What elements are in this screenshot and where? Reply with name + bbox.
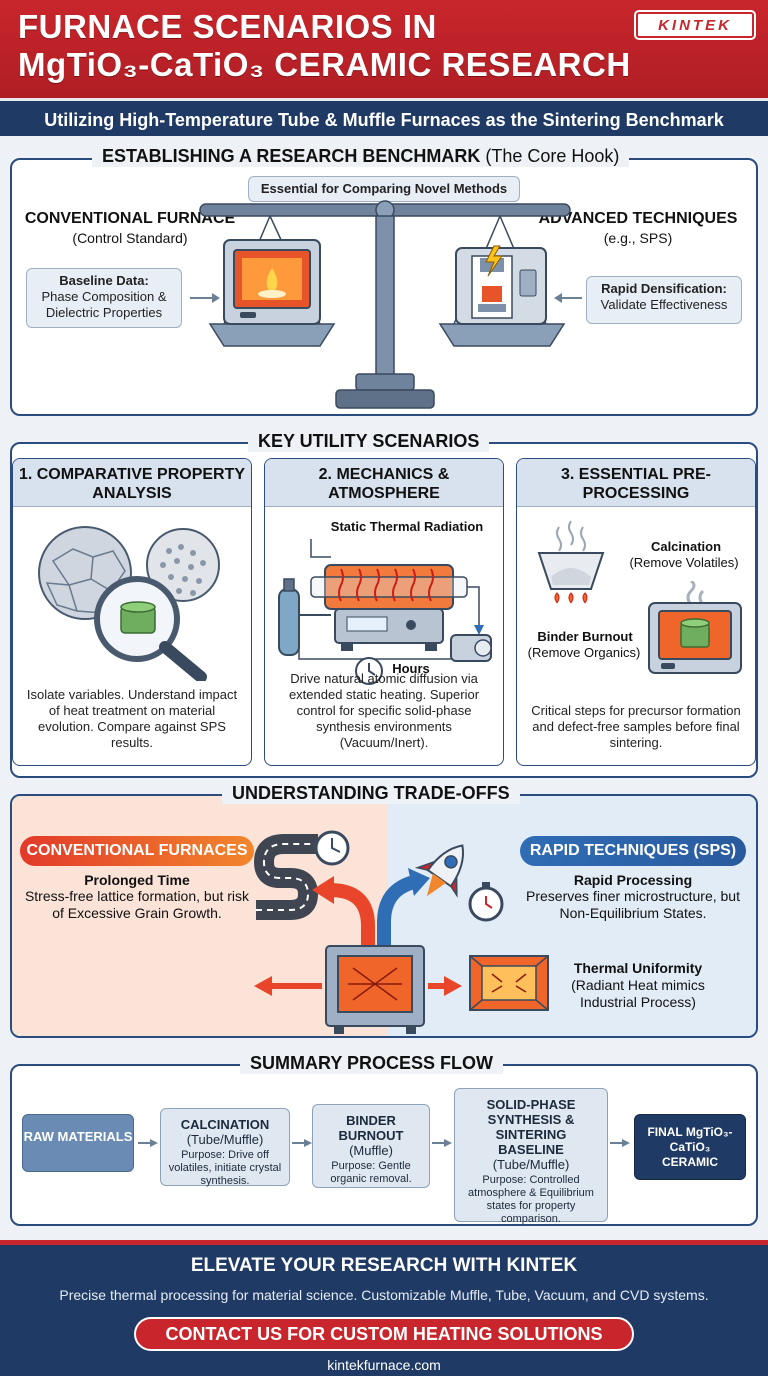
- flow-step-binder-burnout: BINDER BURNOUT (Muffle) Purpose: Gentle …: [312, 1104, 430, 1188]
- tradeoff-illustration: [253, 830, 504, 1034]
- rapid-processing-text: Preserves finer microstructure, but Non-…: [526, 888, 740, 921]
- subtitle-bar: Utilizing High-Temperature Tube & Muffle…: [0, 98, 768, 136]
- flow-step-sintering-baseline: SOLID-PHASE SYNTHESIS & SINTERING BASELI…: [454, 1088, 608, 1225]
- tradeoffs-title: UNDERSTANDING TRADE-OFFS: [222, 783, 520, 804]
- binder-burnout-sub: (Remove Organics): [527, 645, 641, 660]
- microstructure-magnifier-icon: [38, 526, 220, 681]
- calcination-sub: (Remove Volatiles): [629, 555, 739, 570]
- rapid-techniques-pill: RAPID TECHNIQUES (SPS): [520, 836, 746, 866]
- footer-title: ELEVATE YOUR RESEARCH WITH KINTEK: [190, 1255, 578, 1276]
- benchmark-title-text: ESTABLISHING A RESEARCH BENCHMARK: [102, 146, 481, 166]
- contact-us-button[interactable]: CONTACT US FOR CUSTOM HEATING SOLUTIONS: [134, 1317, 634, 1351]
- thermal-uniformity-title: Thermal Uniformity: [573, 960, 703, 976]
- prolonged-time-title: Prolonged Time: [84, 872, 190, 888]
- flow-step-5-title: FINAL MgTiO₃-CaTiO₃ CERAMIC: [647, 1125, 733, 1169]
- advanced-techniques-title: ADVANCED TECHNIQUES: [538, 210, 738, 227]
- utility-title: KEY UTILITY SCENARIOS: [248, 431, 490, 452]
- crucible-icon: [537, 520, 605, 604]
- flow-step-calcination: CALCINATION (Tube/Muffle) Purpose: Drive…: [160, 1108, 290, 1187]
- flow-step-4-purpose: Purpose: Controlled atmosphere & Equilib…: [468, 1174, 594, 1225]
- utility-column-comparative: 1. COMPARATIVE PROPERTY ANALYSIS Isolate…: [12, 458, 252, 766]
- column-2-text: Drive natural atomic diffusion via exten…: [288, 671, 480, 750]
- flow-step-3-purpose: Purpose: Gentle organic removal.: [330, 1160, 412, 1185]
- center-chip: Essential for Comparing Novel Methods: [248, 176, 520, 202]
- baseline-data-title: Baseline Data:: [59, 273, 149, 288]
- conventional-furnace-title: CONVENTIONAL FURNACE: [24, 210, 236, 227]
- flow-arrow-3: [432, 1139, 452, 1147]
- rapid-densification-text: Validate Effectiveness: [600, 297, 728, 312]
- thermal-uniformity-icon: [469, 955, 549, 1011]
- rapid-densification-chip: Rapid Densification: Validate Effectiven…: [586, 276, 742, 324]
- flow-step-2-sub: (Tube/Muffle): [186, 1132, 264, 1147]
- flow-step-2-purpose: Purpose: Drive off volatiles, initiate c…: [168, 1149, 282, 1187]
- advanced-techniques-sub: (e.g., SPS): [603, 230, 673, 246]
- flow-arrow-4: [610, 1139, 630, 1147]
- website-link[interactable]: kintekfurnace.com: [327, 1357, 441, 1373]
- flow-step-3-title: BINDER BURNOUT: [338, 1113, 404, 1143]
- rapid-processing-title: Rapid Processing: [573, 872, 693, 888]
- baseline-data-text: Phase Composition & Dielectric Propertie…: [41, 289, 167, 320]
- prolonged-time-text: Stress-free lattice formation, but risk …: [24, 888, 250, 921]
- thermal-uniformity-text: (Radiant Heat mimics Industrial Process): [571, 977, 705, 1010]
- footer-text: Precise thermal processing for material …: [59, 1287, 709, 1303]
- baseline-data-chip: Baseline Data: Phase Composition & Diele…: [26, 268, 182, 328]
- column-2-heading: 2. MECHANICS & ATMOSPHERE: [265, 459, 503, 507]
- calcination-label: Calcination: [650, 539, 722, 554]
- column-3-heading: 3. ESSENTIAL PRE-PROCESSING: [517, 459, 755, 507]
- flow-arrow-2: [292, 1139, 312, 1147]
- process-flow-title: SUMMARY PROCESS FLOW: [240, 1053, 504, 1074]
- benchmark-title: ESTABLISHING A RESEARCH BENCHMARK (The C…: [92, 146, 630, 167]
- flow-step-2-title: CALCINATION: [180, 1117, 270, 1132]
- flow-step-raw-materials: RAW MATERIALS: [22, 1114, 134, 1172]
- footer: ELEVATE YOUR RESEARCH WITH KINTEK Precis…: [0, 1240, 768, 1376]
- header-banner: FURNACE SCENARIOS IN MgTiO₃-CaTiO₃ CERAM…: [0, 0, 768, 98]
- kintek-logo[interactable]: KINTEK: [636, 12, 754, 38]
- balance-scale-icon: [190, 200, 582, 409]
- conventional-furnace-sub: (Control Standard): [72, 230, 188, 246]
- flow-step-4-sub: (Tube/Muffle): [492, 1157, 570, 1172]
- utility-column-mechanics: 2. MECHANICS & ATMOSPHERE Static Thermal…: [264, 458, 504, 766]
- hours-label: Hours: [392, 661, 430, 676]
- title-line-1: FURNACE SCENARIOS IN: [18, 8, 437, 45]
- rapid-densification-title: Rapid Densification:: [601, 281, 727, 296]
- flow-step-3-sub: (Muffle): [349, 1143, 393, 1158]
- flow-arrow-1: [138, 1139, 158, 1147]
- benchmark-title-note: (The Core Hook): [485, 146, 620, 166]
- page-title: FURNACE SCENARIOS IN MgTiO₃-CaTiO₃ CERAM…: [18, 8, 638, 84]
- utility-column-preprocessing: 3. ESSENTIAL PRE-PROCESSING Calcination …: [516, 458, 756, 766]
- flow-step-1-title: RAW MATERIALS: [23, 1129, 133, 1144]
- title-line-2: MgTiO₃-CaTiO₃ CERAMIC RESEARCH: [18, 46, 631, 83]
- column-1-text: Isolate variables. Understand impact of …: [26, 687, 238, 750]
- tube-furnace-icon: [278, 539, 492, 685]
- column-3-text: Critical steps for precursor formation a…: [531, 703, 741, 750]
- binder-burnout-label: Binder Burnout: [537, 629, 633, 644]
- static-thermal-radiation-label: Static Thermal Radiation: [330, 519, 484, 534]
- flow-step-4-title: SOLID-PHASE SYNTHESIS & SINTERING BASELI…: [486, 1097, 576, 1157]
- flow-step-final-ceramic: FINAL MgTiO₃-CaTiO₃ CERAMIC: [634, 1114, 746, 1180]
- muffle-furnace-icon: [648, 581, 742, 674]
- conventional-furnaces-pill: CONVENTIONAL FURNACES: [20, 836, 254, 866]
- column-1-heading: 1. COMPARATIVE PROPERTY ANALYSIS: [13, 459, 251, 507]
